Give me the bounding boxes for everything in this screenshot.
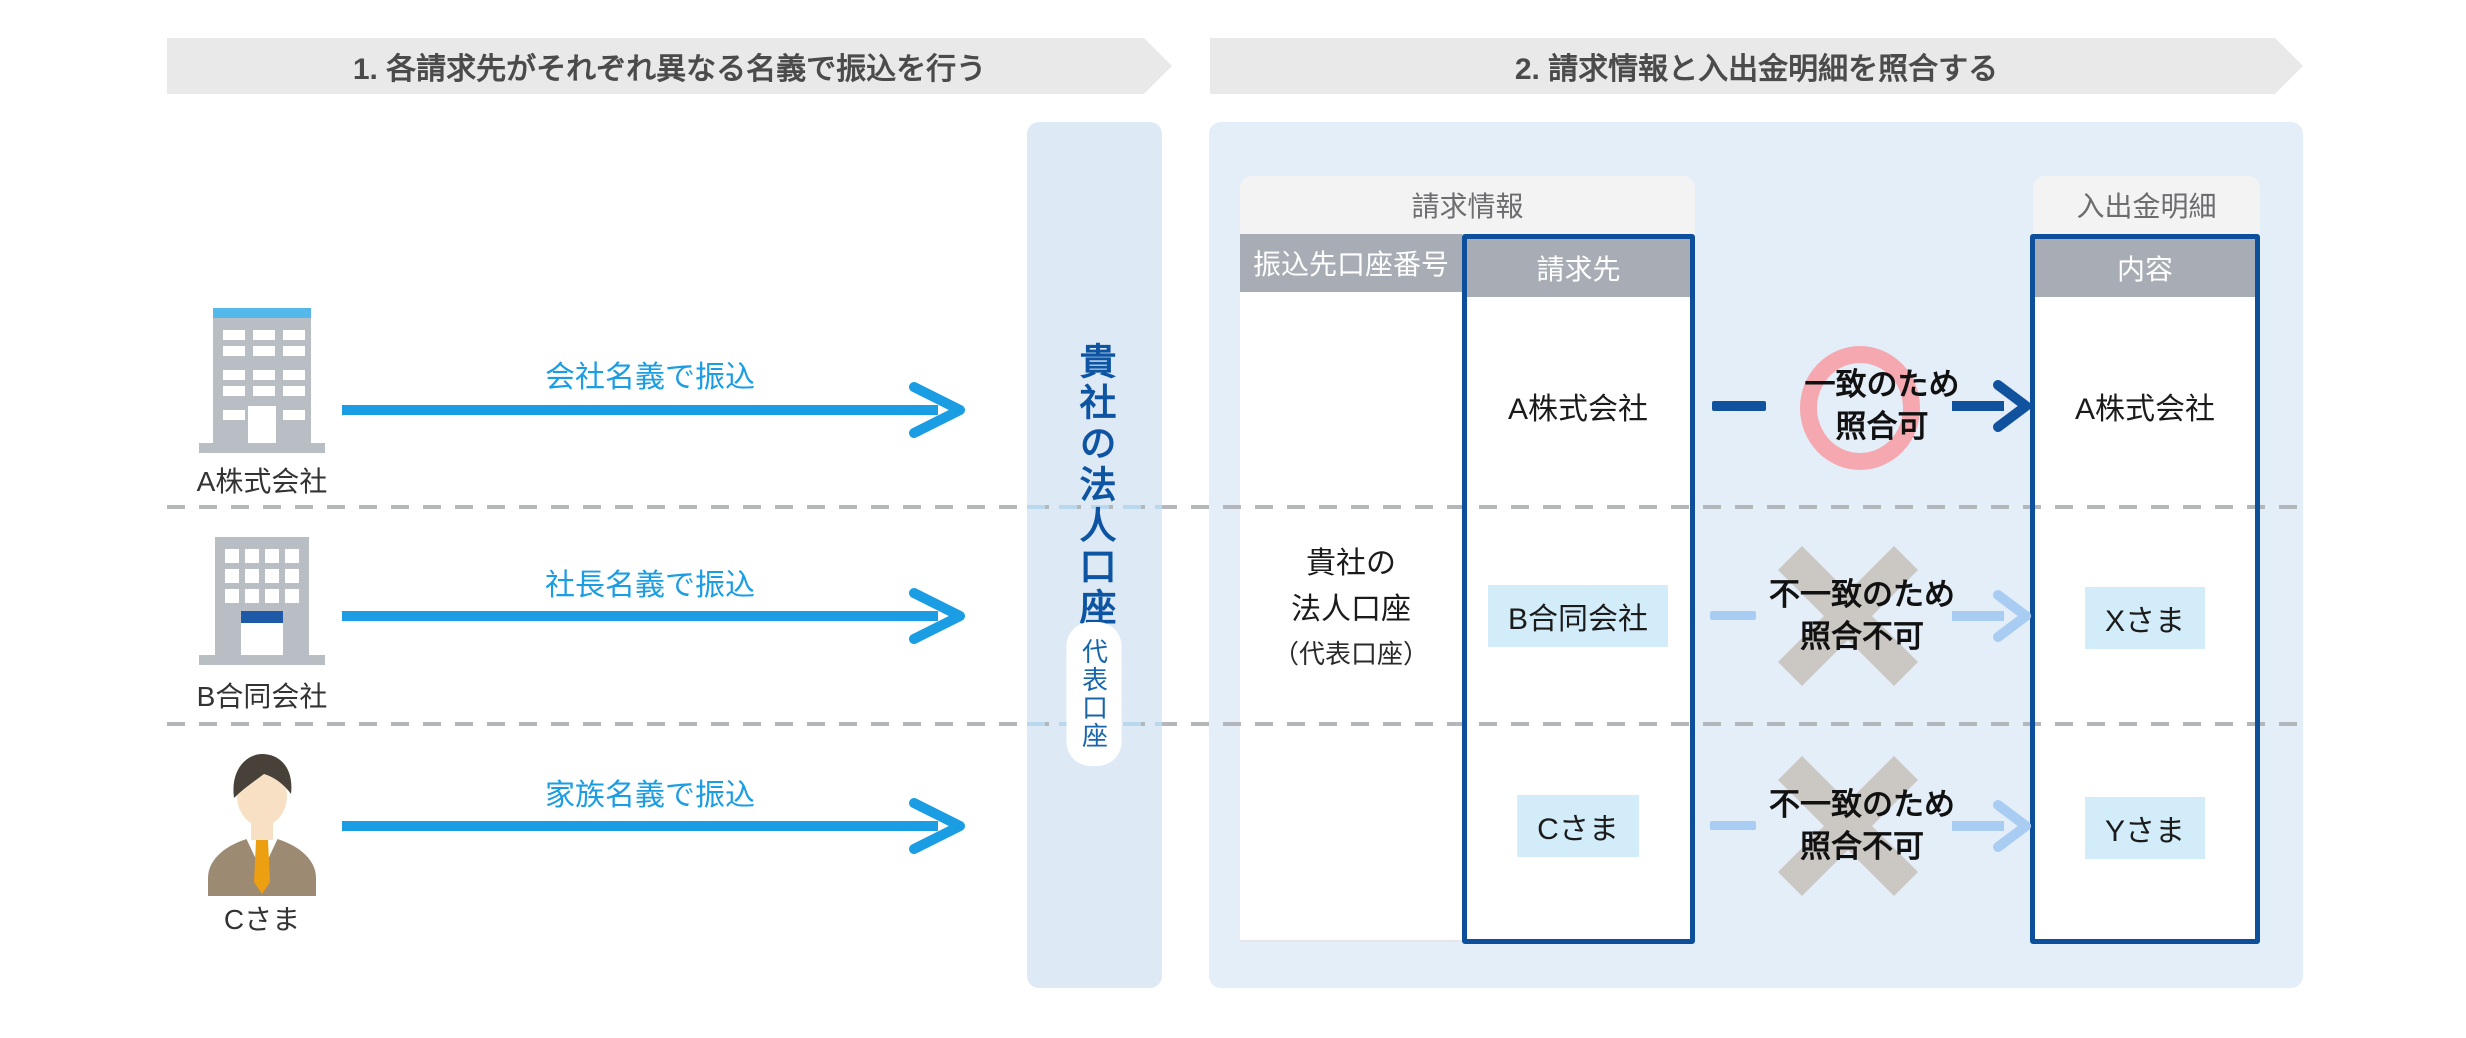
statement-row-a: A株式会社 bbox=[2074, 393, 2216, 426]
billing-account-cell: 貴社の 法人口座 （代表口座） bbox=[1272, 547, 1430, 669]
statement-column-frame: 内容 bbox=[2030, 234, 2260, 944]
mismatch-connector-dash bbox=[1710, 821, 1756, 830]
sender-a-label: A株式会社 bbox=[196, 466, 328, 497]
row-separator-1-panel-tint bbox=[1027, 505, 1162, 509]
sender-c-label: Cさま bbox=[223, 904, 301, 935]
billing-billto-column-frame: 請求先 bbox=[1462, 234, 1695, 944]
transfer-label-company: 会社名義で振込 bbox=[545, 361, 755, 394]
mismatch-x-icon bbox=[1777, 755, 1919, 897]
corporate-account-panel bbox=[1027, 122, 1162, 988]
row-separator-1 bbox=[167, 505, 2303, 509]
small-building-icon bbox=[199, 537, 325, 665]
step-2-label: 2. 請求情報と入出金明細を照合する bbox=[1514, 53, 1999, 86]
step-1-label: 1. 各請求先がそれぞれ異なる名義で振込を行う bbox=[352, 53, 987, 86]
transfer-arrow-icon bbox=[342, 382, 965, 438]
transfer-arrow-icon bbox=[342, 798, 965, 854]
statement-row-x: Xさま bbox=[2084, 587, 2206, 649]
statement-band: 入出金明細 bbox=[2033, 176, 2260, 234]
person-icon bbox=[208, 754, 316, 896]
billing-billto-column-header: 請求先 bbox=[1467, 239, 1690, 297]
match-result-1: 一致のため 照合可 bbox=[1804, 367, 1960, 444]
transfer-label-president: 社長名義で振込 bbox=[545, 569, 755, 602]
match-arrow-icon bbox=[1952, 380, 2031, 432]
corporate-account-title: 貴社の法人口座 bbox=[1074, 342, 1115, 629]
mismatch-arrow-icon bbox=[1952, 590, 2031, 642]
office-building-icon bbox=[199, 308, 325, 453]
match-result-3: 不一致のため 照合不可 bbox=[1769, 787, 1955, 864]
sender-b-label: B合同会社 bbox=[196, 681, 328, 712]
representative-account-badge: 代表口座 bbox=[1066, 622, 1122, 766]
billing-account-column-header: 振込先口座番号 bbox=[1240, 234, 1462, 292]
billing-info-band: 請求情報 bbox=[1240, 176, 1695, 234]
billing-account-column-body bbox=[1240, 292, 1462, 942]
billing-row-b: B合同会社 bbox=[1487, 585, 1669, 647]
match-connector-dash bbox=[1712, 401, 1766, 411]
mismatch-x-icon bbox=[1777, 545, 1919, 687]
step-1-banner: 1. 各請求先がそれぞれ異なる名義で振込を行う bbox=[167, 38, 1172, 94]
billing-row-a: A株式会社 bbox=[1507, 393, 1649, 426]
transfer-arrow-icon bbox=[342, 588, 965, 644]
row-separator-2 bbox=[167, 722, 2303, 726]
mismatch-arrow-icon bbox=[1952, 800, 2031, 852]
step-2-banner: 2. 請求情報と入出金明細を照合する bbox=[1210, 38, 2303, 94]
match-result-2: 不一致のため 照合不可 bbox=[1769, 577, 1955, 654]
billing-row-c: Cさま bbox=[1517, 795, 1639, 857]
statement-column-header: 内容 bbox=[2035, 239, 2255, 297]
mismatch-connector-dash bbox=[1710, 611, 1756, 620]
transfer-label-family: 家族名義で振込 bbox=[545, 779, 755, 812]
statement-row-y: Yさま bbox=[2084, 797, 2206, 859]
